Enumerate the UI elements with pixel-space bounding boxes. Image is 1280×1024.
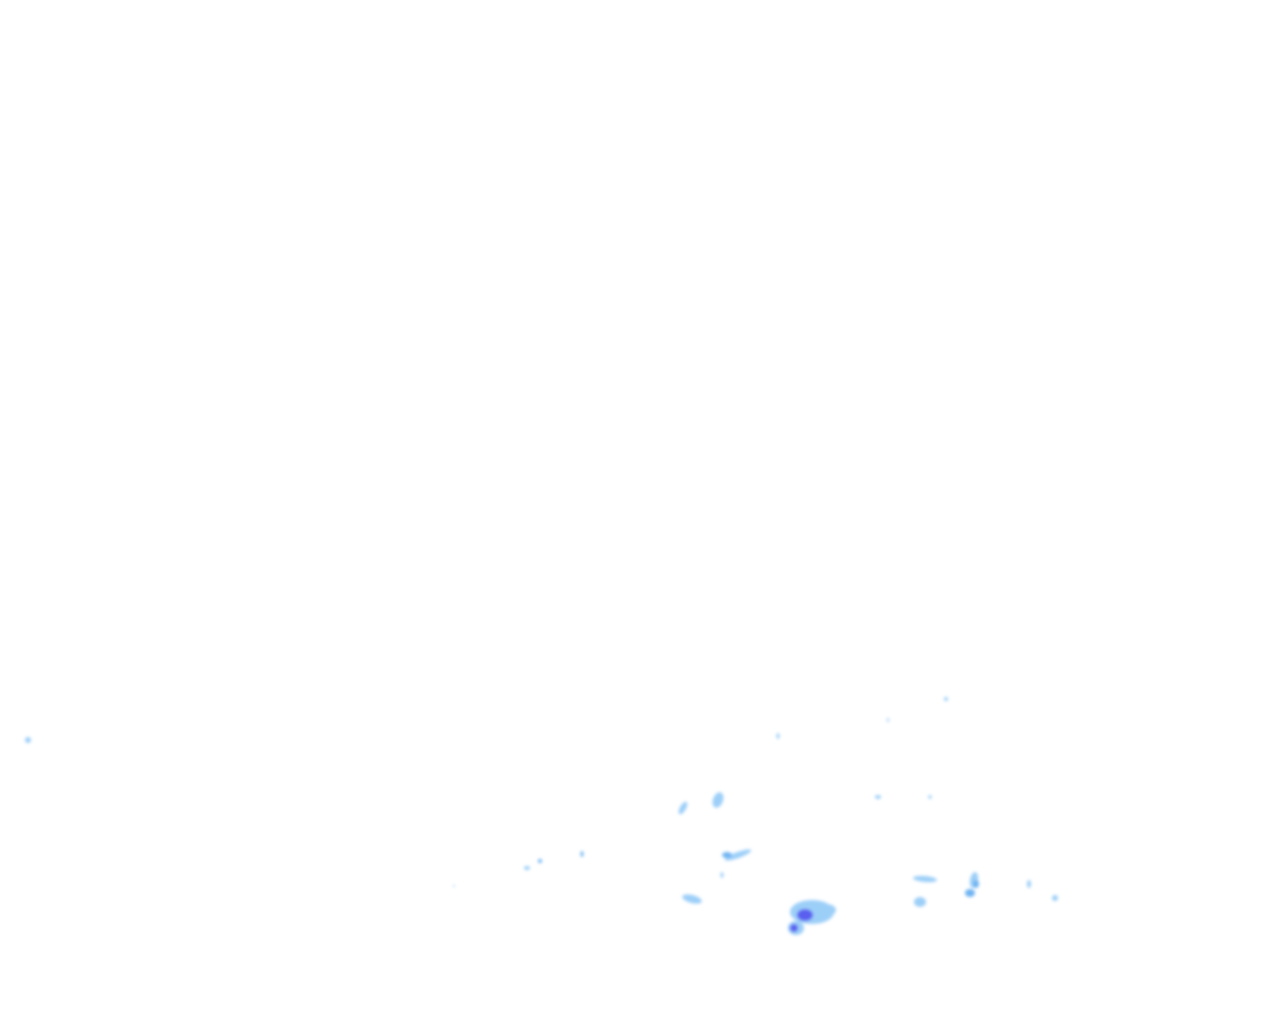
precipitation-cell-light xyxy=(914,897,926,907)
precipitation-cell-medium xyxy=(722,852,732,858)
precipitation-cell-light xyxy=(524,866,530,870)
precipitation-cell-light xyxy=(724,849,752,861)
precipitation-cell-light xyxy=(887,718,889,722)
precipitation-cell-light xyxy=(712,792,724,808)
precipitation-cell-medium xyxy=(965,889,975,897)
precipitation-cell-light xyxy=(25,737,31,743)
precipitation-cell-light xyxy=(720,872,724,878)
precipitation-cell-medium xyxy=(973,880,979,888)
precipitation-cell-light xyxy=(928,795,932,799)
precipitation-cell-heavy xyxy=(790,924,798,932)
precipitation-cell-light xyxy=(944,697,948,701)
precipitation-cell-light xyxy=(682,894,702,904)
precipitation-cell-light xyxy=(1052,895,1058,901)
precipitation-cell-light xyxy=(453,885,455,887)
precipitation-cell-light xyxy=(875,795,881,799)
precipitation-cell-light xyxy=(913,875,937,883)
precipitation-cell-medium xyxy=(538,859,542,863)
precipitation-cell-light xyxy=(816,904,836,916)
precipitation-cell-heavy xyxy=(797,909,813,921)
precipitation-cell-light xyxy=(678,801,688,815)
precipitation-cell-light xyxy=(1027,880,1031,888)
precipitation-cell-medium xyxy=(580,851,584,857)
precipitation-cell-light xyxy=(776,733,780,739)
